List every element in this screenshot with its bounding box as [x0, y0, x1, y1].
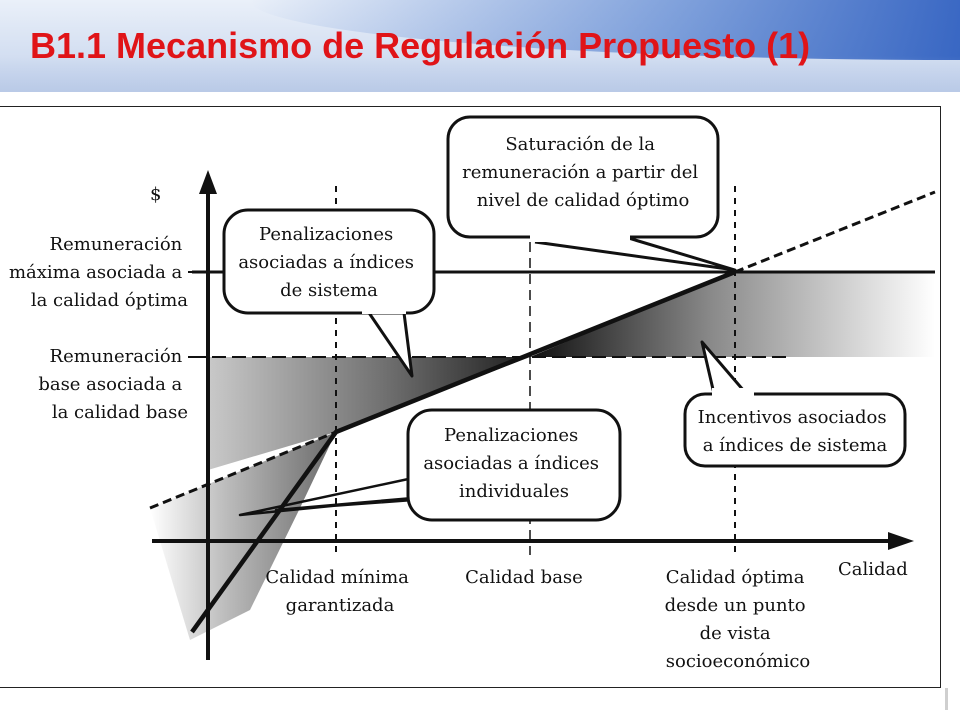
svg-text:Saturación de la remuner: Saturación de la remuneración a partir d…	[462, 134, 704, 211]
incentive-region-system	[530, 272, 935, 357]
x-axis-arrow	[888, 532, 914, 550]
scroll-edge-mark	[945, 688, 948, 710]
banner-shade	[0, 56, 960, 92]
remuneration-curve	[190, 269, 736, 634]
x-mark-label-optimal: Calidad óptima desde un punto de vista s…	[665, 567, 812, 672]
y-axis-arrow	[199, 170, 217, 194]
curve-extension-right	[734, 190, 936, 274]
curve-extension-left	[149, 430, 337, 510]
slide-title: B1.1 Mecanismo de Regulación Propuesto (…	[30, 25, 811, 66]
y-level-label-base: Remuneración base asociada a la calidad …	[38, 346, 188, 423]
callout-individual-penalties: Penalizaciones asociadas a índices indiv…	[238, 408, 622, 522]
x-mark-label-base: Calidad base	[465, 567, 583, 588]
svg-text:Penalizaciones asociadas: Penalizaciones asociadas a índices indiv…	[423, 425, 604, 502]
callout-system-penalties: Penalizaciones asociadas a índices de si…	[222, 208, 436, 378]
penalty-region-individual	[150, 432, 336, 640]
callout-system-incentives: Incentivos asociados a índices de sistem…	[683, 340, 907, 468]
svg-text:Incentivos asociados a í: Incentivos asociados a índices de sistem…	[698, 407, 893, 456]
svg-text:Penalizaciones asociadas: Penalizaciones asociadas a índices de si…	[238, 224, 419, 301]
x-axis-label: Calidad	[838, 559, 908, 580]
callout-saturation: Saturación de la remuneración a partir d…	[446, 115, 737, 272]
x-mark-label-min: Calidad mínima garantizada	[265, 567, 414, 616]
title-banner	[0, 0, 960, 92]
y-level-label-max: Remuneración máxima asociada a la calida…	[9, 234, 188, 311]
y-axis-symbol: $	[150, 184, 161, 205]
